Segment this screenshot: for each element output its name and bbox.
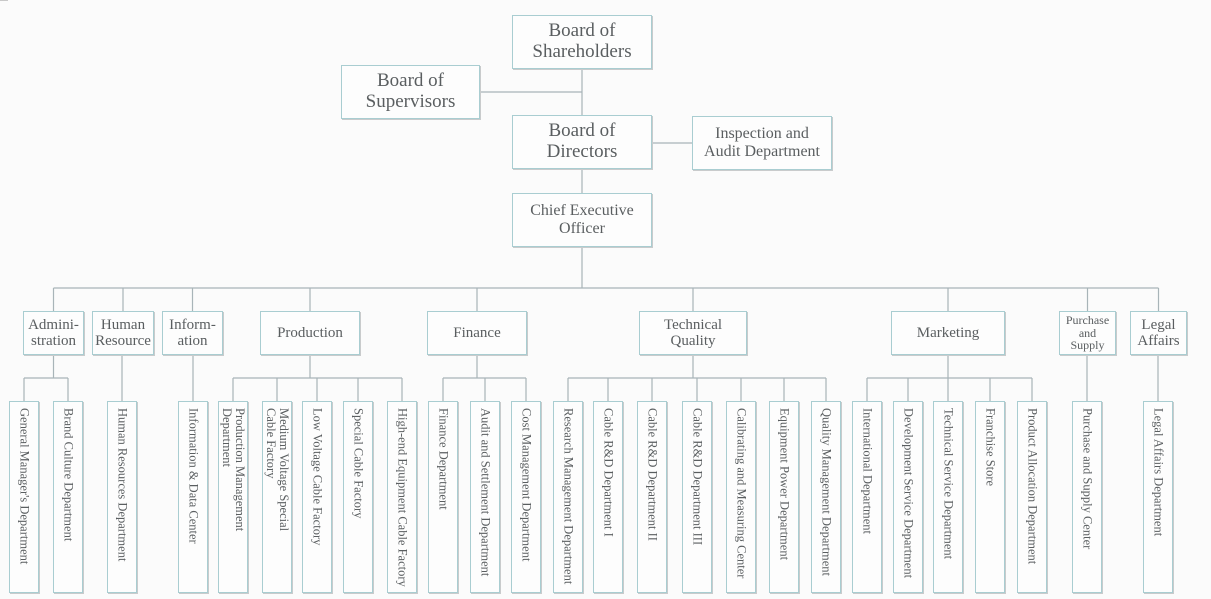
sub-department-label: Cost Management Department xyxy=(519,408,534,562)
sub-department-label: Finance Department xyxy=(436,408,451,510)
node-board-of-supervisors: Board of Supervisors xyxy=(341,65,480,119)
sub-department-label: Research Management Department xyxy=(561,408,576,585)
sub-department-node: Brand Culture Department xyxy=(53,401,83,593)
sub-department-label: International Department xyxy=(860,408,875,534)
sub-department-label: Development Service Department xyxy=(901,408,916,579)
sub-department-node: Human Resources Department xyxy=(107,401,137,593)
department-node: Admini- stration xyxy=(23,311,84,355)
node-board-of-shareholders: Board of Shareholders xyxy=(512,15,652,69)
sub-department-label: Brand Culture Department xyxy=(61,408,76,542)
sub-department-node: Equipment Power Department xyxy=(769,401,799,593)
sub-department-node: Calibrating and Measuring Center xyxy=(726,401,756,593)
sub-department-node: Quality Management Department xyxy=(811,401,841,593)
department-node: Purchase and Supply xyxy=(1059,311,1116,355)
department-node: Marketing xyxy=(891,311,1005,355)
corner-mark xyxy=(0,0,8,1)
sub-department-node: Technical Service Department xyxy=(933,401,963,593)
node-inspection-audit: Inspection and Audit Department xyxy=(692,116,832,170)
sub-department-label: Human Resources Department xyxy=(115,408,130,562)
sub-department-label: Legal Affairs Department xyxy=(1151,408,1166,537)
sub-department-node: Product Allocation Department xyxy=(1017,401,1047,593)
sub-department-label: Special Cable Factory xyxy=(351,408,366,519)
sub-department-label: Purchase and Supply Center xyxy=(1080,408,1095,550)
sub-department-node: Cable R&D Department II xyxy=(637,401,667,593)
sub-department-node: Cable R&D Department III xyxy=(682,401,712,593)
sub-department-label: Low Voltage Cable Factory xyxy=(310,408,325,546)
department-node: Inform- ation xyxy=(162,311,223,355)
sub-department-node: Special Cable Factory xyxy=(343,401,373,593)
sub-department-node: Franchise Store xyxy=(975,401,1005,593)
sub-department-label: Cable R&D Department II xyxy=(645,408,660,541)
department-node: Legal Affairs xyxy=(1130,311,1187,355)
sub-department-label: Information & Data Center xyxy=(186,408,201,544)
sub-department-node: Legal Affairs Department xyxy=(1143,401,1173,593)
sub-department-label: Calibrating and Measuring Center xyxy=(734,408,749,579)
sub-department-label: General Manager's Department xyxy=(17,408,32,565)
sub-department-node: High-end Equipment Cable Factory xyxy=(387,401,417,593)
sub-department-label: Product Allocation Department xyxy=(1025,408,1040,565)
sub-department-label: Technical Service Department xyxy=(941,408,956,560)
department-node: Finance xyxy=(427,311,527,355)
sub-department-node: Cable R&D Department I xyxy=(593,401,623,593)
sub-department-node: Medium Voltage Special Cable Factory xyxy=(262,401,292,593)
sub-department-label: Production Management Department xyxy=(220,408,248,532)
sub-department-node: Development Service Department xyxy=(893,401,923,593)
sub-department-label: Audit and Settlement Department xyxy=(478,408,493,577)
department-node: Production xyxy=(260,311,360,355)
sub-department-label: Medium Voltage Special Cable Factory xyxy=(264,408,292,532)
sub-department-label: Equipment Power Department xyxy=(777,408,792,561)
sub-department-node: Finance Department xyxy=(428,401,458,593)
node-board-of-directors: Board of Directors xyxy=(512,115,652,169)
sub-department-node: Low Voltage Cable Factory xyxy=(302,401,332,593)
sub-department-label: Quality Management Department xyxy=(819,408,834,576)
sub-department-node: Research Management Department xyxy=(553,401,583,593)
sub-department-label: Cable R&D Department I xyxy=(601,408,616,537)
sub-department-label: Cable R&D Department III xyxy=(690,408,705,546)
department-node: Human Resource xyxy=(92,311,154,355)
node-ceo: Chief Executive Officer xyxy=(512,193,652,247)
sub-department-node: International Department xyxy=(852,401,882,593)
sub-department-node: Audit and Settlement Department xyxy=(470,401,500,593)
sub-department-node: Purchase and Supply Center xyxy=(1072,401,1102,593)
sub-department-node: Cost Management Department xyxy=(511,401,541,593)
department-node: Technical Quality xyxy=(639,311,747,355)
sub-department-node: General Manager's Department xyxy=(9,401,39,593)
sub-department-node: Information & Data Center xyxy=(178,401,208,593)
sub-department-node: Production Management Department xyxy=(218,401,248,593)
sub-department-label: High-end Equipment Cable Factory xyxy=(395,408,410,587)
sub-department-label: Franchise Store xyxy=(983,408,998,487)
